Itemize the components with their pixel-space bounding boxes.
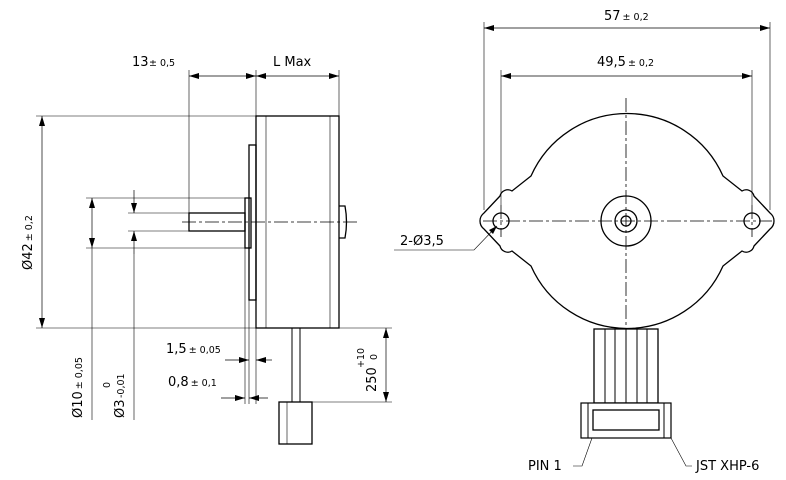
dim-shaft-diameter-value: Ø3 <box>113 399 128 418</box>
dim-shaft-length-tol: ± 0,5 <box>149 58 175 69</box>
dim-shaft-length-value: 13 <box>132 55 149 70</box>
front-view: 57± 0,2 49,5± 0,2 2-Ø3,5 PIN 1 JST XHP-6 <box>394 9 775 474</box>
leader-arrowhead <box>489 226 497 234</box>
dim-shaft-diameter-tol-lower: -0,01 <box>116 373 127 398</box>
connector-leader <box>670 437 692 467</box>
dim-lead-length-tol-upper: +10 <box>356 348 367 368</box>
dim-flange-thickness-text: 1,5± 0,05 <box>166 342 221 357</box>
label-pin1: PIN 1 <box>528 459 562 474</box>
dim-boss-thickness-text: 0,8± 0,1 <box>168 375 217 390</box>
dim-hole-spacing-text: 49,5± 0,2 <box>597 55 654 70</box>
dim-body-diameter-text: Ø42± 0,2 <box>21 215 36 270</box>
dim-body-length-label: L Max <box>273 55 312 70</box>
pin1-leader <box>573 437 593 467</box>
motor-housing-outline <box>479 112 775 330</box>
dim-overall-width-text: 57± 0,2 <box>604 9 649 24</box>
connector-window <box>592 409 660 431</box>
dim-lead-length-tol-lower: 0 <box>369 354 380 360</box>
dim-boss-diameter-text: Ø10± 0,05 <box>71 357 86 418</box>
label-connector-type: JST XHP-6 <box>695 459 759 474</box>
dim-lead-length-value: 250 <box>365 367 380 392</box>
connector-body <box>580 402 672 439</box>
dim-mount-holes-label: 2-Ø3,5 <box>400 234 444 249</box>
dim-shaft-diameter-tol-upper: 0 <box>102 382 113 388</box>
flange-plate <box>248 144 257 301</box>
connector-housing <box>278 401 313 445</box>
mount-holes-leader <box>394 225 498 251</box>
shaft-boss <box>244 197 252 249</box>
side-view: 13 ± 0,5 L Max Ø42± 0,2 Ø10± 0,05 Ø3 0 -… <box>21 55 392 445</box>
